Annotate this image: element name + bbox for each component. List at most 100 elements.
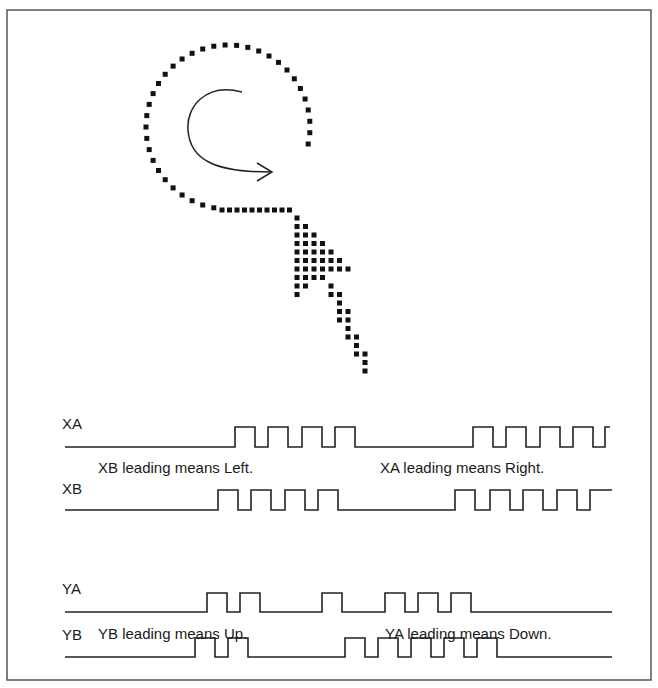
pixel-dot (295, 267, 300, 272)
signal-name: XB (62, 481, 82, 498)
pixel-dot (306, 142, 311, 147)
pixel-dot (200, 47, 205, 52)
pixel-dot (156, 168, 161, 173)
pixel-dot (295, 224, 300, 229)
pixel-dot (303, 97, 308, 102)
signal-trace (65, 427, 610, 447)
pixel-dot (295, 258, 300, 263)
pixel-dot (346, 267, 351, 272)
pixel-dot (354, 343, 359, 348)
pixel-dot (346, 318, 351, 323)
pixel-dot (303, 224, 308, 229)
pixel-dot (144, 125, 149, 130)
pixel-dot (272, 208, 277, 213)
pixel-dot (354, 352, 359, 357)
frame (7, 10, 651, 680)
pixel-dot (312, 250, 317, 255)
pixel-dot (295, 233, 300, 238)
pixel-dot (227, 208, 232, 213)
pixel-dot (163, 72, 168, 77)
pixel-dot (303, 241, 308, 246)
pixel-dot (250, 208, 255, 213)
pixel-dot (303, 275, 308, 280)
signal-name: YA (62, 581, 81, 598)
pixel-dot (312, 258, 317, 263)
pixel-dot (190, 51, 195, 56)
pixel-dot (337, 292, 342, 297)
pixel-dot (337, 301, 342, 306)
pixel-dot (337, 258, 342, 263)
pixel-dot (320, 267, 325, 272)
pixel-dot (320, 258, 325, 263)
signal-name: XA (62, 416, 82, 433)
pixel-dot (303, 267, 308, 272)
pixel-dot (171, 185, 176, 190)
pixel-dot (298, 86, 303, 91)
pixel-dot (276, 60, 281, 65)
pixel-dot (346, 326, 351, 331)
pixel-dot (329, 284, 334, 289)
pixel-dot (337, 309, 342, 314)
pixel-dot (295, 250, 300, 255)
pixel-dot (285, 68, 290, 73)
pixel-dot (312, 241, 317, 246)
pixel-dot (329, 258, 334, 263)
signal-trace (65, 593, 612, 612)
pixel-dot (306, 108, 311, 113)
rotation-arrowhead (257, 163, 272, 181)
pixel-dot (180, 193, 185, 198)
pixel-dot (280, 208, 285, 213)
pixel-dot (329, 250, 334, 255)
pixel-dot (267, 54, 272, 59)
pixel-dot (307, 130, 312, 135)
pixel-dot (211, 205, 216, 210)
pixel-dot (223, 43, 228, 48)
pixel-dot (363, 360, 368, 365)
pixel-dot (346, 335, 351, 340)
pixel-dot (245, 45, 250, 50)
pixel-dot (312, 267, 317, 272)
pixel-dot (190, 198, 195, 203)
note-text: YA leading means Down. (385, 626, 552, 643)
pixel-dot (235, 208, 240, 213)
pixel-dot (295, 284, 300, 289)
pixel-dot (303, 233, 308, 238)
pixel-dot (295, 275, 300, 280)
pixel-dot (156, 81, 161, 86)
pixel-dot (265, 208, 270, 213)
pixel-dot (144, 136, 149, 141)
pixel-dot (320, 275, 325, 280)
pixel-dot (147, 102, 152, 107)
pixel-dot (320, 241, 325, 246)
quadrature-waveforms (65, 427, 612, 657)
pixel-dot (337, 267, 342, 272)
note-text: YB leading means Up. (98, 626, 247, 643)
pixel-cursor-and-trail (144, 43, 368, 374)
pixel-dot (292, 76, 297, 81)
pixel-dot (147, 147, 152, 152)
pixel-dot (329, 292, 334, 297)
pixel-dot (346, 309, 351, 314)
pixel-dot (337, 318, 342, 323)
pixel-dot (180, 57, 185, 62)
pixel-dot (211, 44, 216, 49)
pixel-dot (200, 203, 205, 208)
pixel-dot (144, 113, 149, 118)
signal-name: YB (62, 627, 82, 644)
pixel-dot (303, 258, 308, 263)
pixel-dot (151, 91, 156, 96)
pixel-dot (287, 208, 292, 213)
note-text: XA leading means Right. (380, 460, 544, 477)
pixel-dot (312, 233, 317, 238)
pixel-dot (312, 275, 317, 280)
rotation-arrow (188, 90, 270, 172)
pixel-dot (295, 216, 300, 221)
pixel-dot (220, 208, 225, 213)
note-text: XB leading means Left. (98, 460, 253, 477)
pixel-dot (303, 284, 308, 289)
pixel-dot (295, 241, 300, 246)
pixel-dot (354, 335, 359, 340)
pixel-dot (329, 267, 334, 272)
pixel-dot (163, 177, 168, 182)
